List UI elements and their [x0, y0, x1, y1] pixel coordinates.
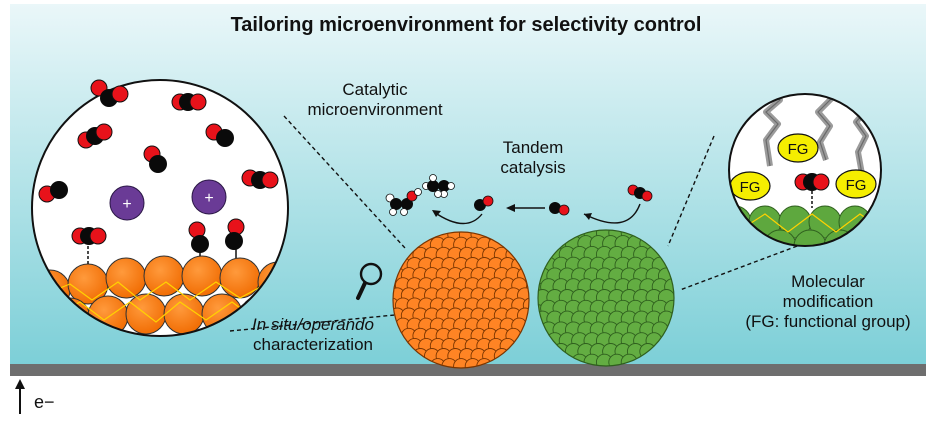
arrow-co2-to-co [583, 203, 641, 224]
cation-symbol: + [122, 196, 131, 213]
adsorbed-co [188, 221, 209, 253]
label-line: characterization [252, 335, 373, 354]
diagram-title: Tailoring microenvironment for selectivi… [230, 14, 702, 36]
electrode-bar [10, 364, 926, 376]
product-molecule [422, 174, 455, 198]
functional-group: FG [729, 171, 771, 201]
adsorbed-co2 [71, 227, 107, 245]
label-line: catalysis [500, 158, 566, 177]
fg-label: FG [846, 177, 867, 194]
magnifier-icon [356, 262, 383, 300]
cation: + [191, 179, 227, 215]
functional-group: FG [777, 133, 819, 163]
catalytic-zoom-circle: + + [31, 79, 289, 337]
label-line: Molecular [791, 272, 865, 291]
co-molecule [205, 123, 234, 147]
functional-group: FG [835, 169, 877, 199]
adsorbed-co [225, 218, 245, 250]
co2-molecule [77, 123, 113, 149]
label-electron: e− [34, 392, 55, 412]
label-line: In situ/operando [252, 315, 374, 334]
co-molecule [38, 181, 68, 203]
fg-label: FG [740, 179, 761, 196]
electron-arrow-icon [15, 379, 25, 414]
cation: + [109, 185, 145, 221]
label-line: (FG: functional group) [745, 312, 911, 331]
co2-molecule [90, 79, 129, 107]
label-line: modification [782, 292, 874, 311]
label-line: microenvironment [307, 100, 443, 119]
label-molecular-modification: Molecular modification (FG: functional g… [728, 272, 928, 332]
label-tandem-catalysis: Tandem catalysis [478, 138, 588, 178]
adsorbed-co2 [794, 173, 830, 191]
label-catalytic-microenvironment: Catalytic microenvironment [300, 80, 450, 120]
copper-nanoparticle [392, 231, 530, 369]
tandem-co2-molecule [627, 184, 653, 202]
co2-molecule [241, 169, 279, 189]
tandem-co-molecule [474, 195, 494, 211]
label-line: Catalytic [342, 80, 408, 99]
green-nanoparticle [537, 229, 675, 367]
cation-symbol: + [204, 190, 213, 207]
fg-label: FG [788, 141, 809, 158]
label-line: Tandem [502, 138, 564, 157]
co2-molecule [171, 93, 207, 111]
co-molecule [143, 145, 167, 173]
tandem-co-molecule [549, 202, 570, 216]
product-molecule [385, 188, 422, 216]
label-insitu-characterization: In situ/operando characterization [238, 315, 388, 355]
arrow-co-to-product [433, 211, 483, 225]
